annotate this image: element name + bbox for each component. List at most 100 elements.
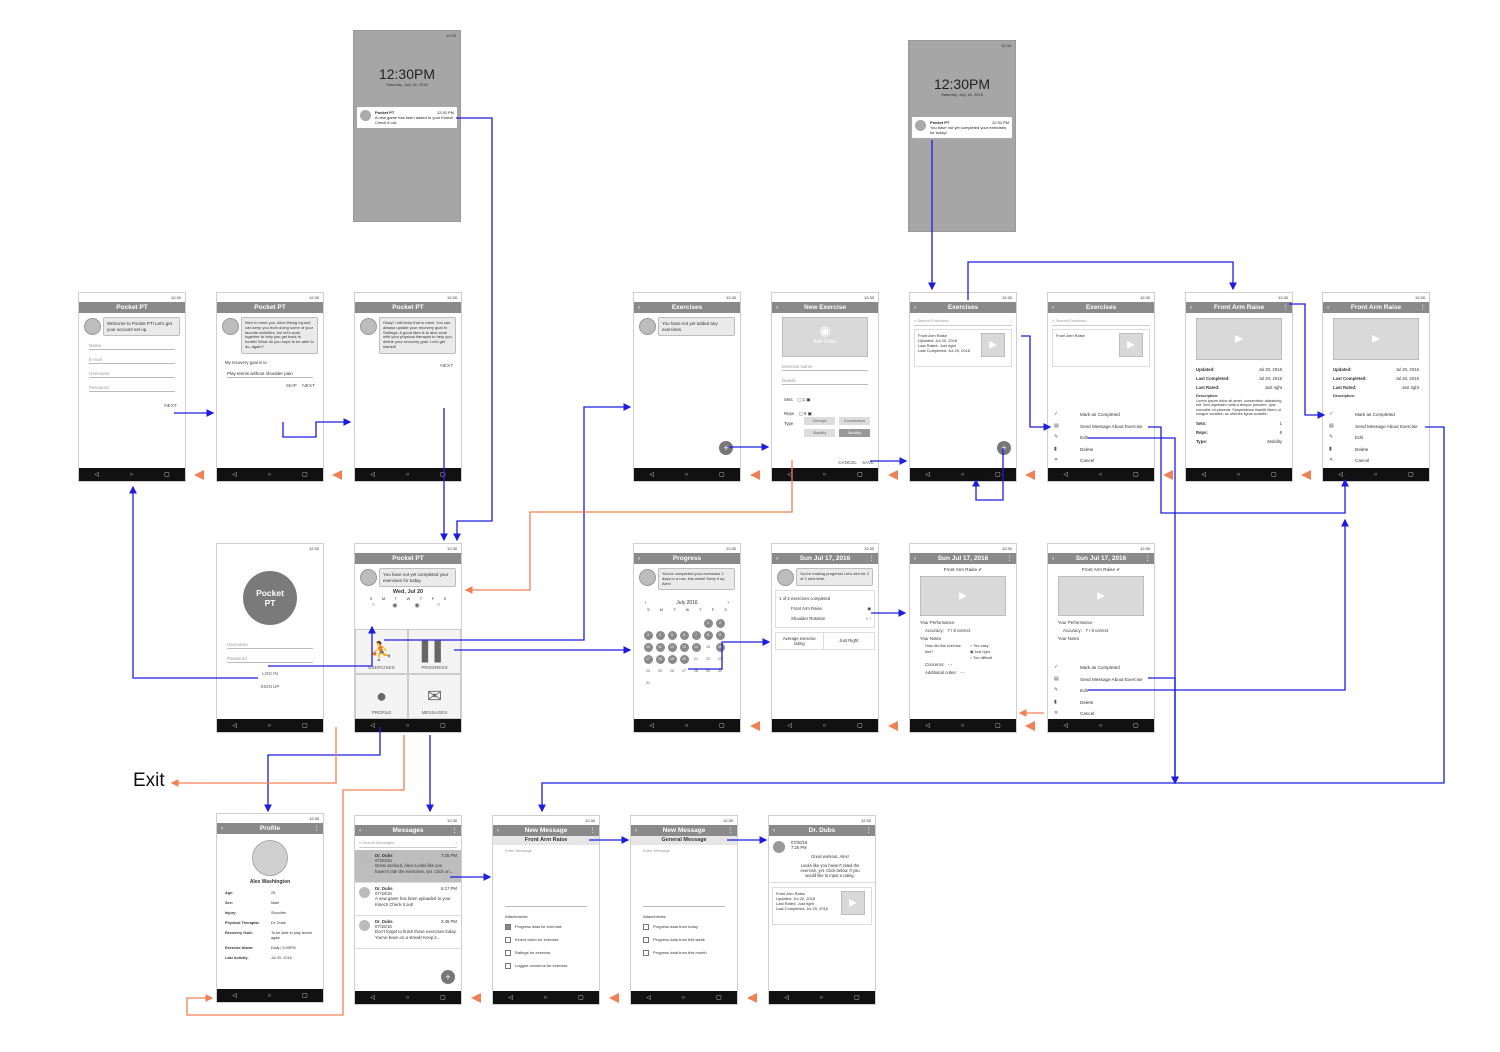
menu-send-message[interactable]: ▤Send Message About Exercise xyxy=(1323,421,1429,433)
calendar-day[interactable]: 25 xyxy=(658,669,662,673)
attached-exercise-card[interactable]: Front Arm Raise Updated: Jul 20, 2016 La… xyxy=(772,887,872,926)
add-exercise-fab[interactable]: + xyxy=(719,441,733,455)
recent-nav-icon[interactable]: ▢ xyxy=(301,472,308,478)
attach-option[interactable]: Progress data for exercise xyxy=(505,920,587,933)
next-month-icon[interactable]: › xyxy=(727,600,729,606)
back-arrow-icon[interactable]: ‹ xyxy=(638,304,641,311)
home-nav-icon[interactable]: ○ xyxy=(129,471,134,478)
calendar-day[interactable]: 16 xyxy=(715,643,725,652)
back-arrow-icon[interactable]: ‹ xyxy=(776,555,779,562)
mic-icon[interactable]: ♪ xyxy=(455,840,457,845)
more-icon[interactable]: ⋮ xyxy=(313,825,321,832)
home-nav-icon[interactable]: ○ xyxy=(1236,471,1241,478)
video-thumbnail[interactable]: ▶ xyxy=(841,891,865,916)
menu-mark-completed[interactable]: ✓Mark as Completed xyxy=(1048,662,1154,674)
home-nav-icon[interactable]: ○ xyxy=(684,722,689,729)
home-nav-icon[interactable]: ○ xyxy=(960,471,965,478)
recent-nav-icon[interactable]: ▢ xyxy=(439,995,446,1001)
home-nav-icon[interactable]: ○ xyxy=(822,722,827,729)
login-button[interactable]: LOG IN xyxy=(262,671,278,676)
more-icon[interactable]: ⋮ xyxy=(589,827,597,834)
home-nav-icon[interactable]: ○ xyxy=(543,994,548,1001)
email-field[interactable]: E-mail xyxy=(89,354,175,364)
recent-nav-icon[interactable]: ▢ xyxy=(994,723,1001,729)
menu-cancel[interactable]: ✕Cancel xyxy=(1323,455,1429,467)
calendar-day[interactable]: 7 xyxy=(691,631,701,640)
type-coordination[interactable]: Coordination xyxy=(839,417,870,425)
exercise-card[interactable]: Front Arm Raise Updated: Jul 20, 2016 La… xyxy=(914,329,1012,367)
exercise-video[interactable]: ▶ xyxy=(1333,318,1419,360)
reps-stepper[interactable]: Reps ▢ 8 ▣ xyxy=(784,411,812,416)
notification-card[interactable]: Pocket PT 12:30 PM A new game has been a… xyxy=(357,107,457,128)
recent-nav-icon[interactable]: ▢ xyxy=(439,723,446,729)
avatar[interactable] xyxy=(252,840,288,876)
next-button[interactable]: NEXT xyxy=(164,404,177,409)
back-nav-icon[interactable]: ◁ xyxy=(925,472,930,478)
recent-nav-icon[interactable]: ▢ xyxy=(1132,472,1139,478)
home-nav-icon[interactable]: ○ xyxy=(405,471,410,478)
calendar-day[interactable]: 2 xyxy=(715,619,725,628)
recent-nav-icon[interactable]: ▢ xyxy=(301,723,308,729)
back-nav-icon[interactable]: ◁ xyxy=(370,472,375,478)
home-nav-icon[interactable]: ○ xyxy=(267,992,272,999)
calendar-day[interactable]: 31 xyxy=(646,681,650,685)
home-nav-icon[interactable]: ○ xyxy=(1098,471,1103,478)
recent-nav-icon[interactable]: ▢ xyxy=(718,472,725,478)
home-nav-icon[interactable]: ○ xyxy=(405,722,410,729)
recent-nav-icon[interactable]: ▢ xyxy=(718,723,725,729)
search-input[interactable]: ⌕ Search Exercises♪ xyxy=(914,316,1012,326)
more-icon[interactable]: ⋮ xyxy=(868,555,876,562)
back-nav-icon[interactable]: ◁ xyxy=(94,472,99,478)
notification-card[interactable]: Pocket PT 12:30 PM You have not yet comp… xyxy=(912,117,1012,138)
exercise-row[interactable]: Shoulder Rotation○ › xyxy=(779,614,871,624)
tile-messages[interactable]: ✉MESSAGES xyxy=(408,674,461,719)
recent-nav-icon[interactable]: ▢ xyxy=(994,472,1001,478)
tile-profile[interactable]: ●PROFILE xyxy=(355,674,408,719)
menu-mark-completed[interactable]: ✓Mark as Completed xyxy=(1048,409,1154,421)
prev-month-icon[interactable]: ‹ xyxy=(645,600,647,606)
home-nav-icon[interactable]: ○ xyxy=(405,994,410,1001)
back-nav-icon[interactable]: ◁ xyxy=(1201,472,1206,478)
menu-delete[interactable]: ▮Delete xyxy=(1323,444,1429,456)
home-nav-icon[interactable]: ○ xyxy=(819,994,824,1001)
message-input[interactable]: Enter Message xyxy=(505,848,587,907)
calendar-day[interactable]: 12 xyxy=(667,643,677,652)
back-arrow-icon[interactable]: ‹ xyxy=(1052,304,1055,311)
search-input[interactable]: ⌕ Search Exercises xyxy=(1052,316,1150,326)
recent-nav-icon[interactable]: ▢ xyxy=(439,472,446,478)
menu-send-message[interactable]: ▤Send Message About Exercise xyxy=(1048,674,1154,686)
more-icon[interactable]: ⋮ xyxy=(1006,555,1014,562)
back-nav-icon[interactable]: ◁ xyxy=(784,995,789,1001)
message-input[interactable]: Enter Message xyxy=(643,848,725,907)
calendar-day[interactable]: 9 xyxy=(715,631,725,640)
password-field[interactable]: Password xyxy=(227,653,313,663)
back-arrow-icon[interactable]: ‹ xyxy=(773,827,776,834)
back-nav-icon[interactable]: ◁ xyxy=(787,723,792,729)
calendar-day[interactable]: 26 xyxy=(670,669,674,673)
calendar-day[interactable]: 11 xyxy=(655,643,665,652)
recent-nav-icon[interactable]: ▢ xyxy=(853,995,860,1001)
back-arrow-icon[interactable]: ‹ xyxy=(1327,304,1330,311)
calendar-day[interactable]: 6 xyxy=(679,631,689,640)
home-nav-icon[interactable]: ○ xyxy=(681,994,686,1001)
type-strength[interactable]: Strength xyxy=(804,417,835,425)
menu-send-message[interactable]: ▤Send Message About Exercise xyxy=(1048,421,1154,433)
type-mobility[interactable]: Mobility xyxy=(839,429,870,437)
menu-cancel[interactable]: ✕Cancel xyxy=(1048,708,1154,720)
back-arrow-icon[interactable]: ‹ xyxy=(914,555,917,562)
feel-option-difficult[interactable]: ○ Too difficult xyxy=(970,656,993,660)
calendar-day[interactable]: 30 xyxy=(718,669,722,673)
exercise-name-field[interactable]: Exercise Name xyxy=(782,361,868,371)
calendar-day[interactable]: 18 xyxy=(655,655,665,664)
home-nav-icon[interactable]: ○ xyxy=(684,471,689,478)
next-button[interactable]: NEXT xyxy=(440,363,453,369)
type-stability[interactable]: Stability xyxy=(804,429,835,437)
exercise-video[interactable]: ▶ xyxy=(1196,318,1282,360)
more-icon[interactable]: ⋮ xyxy=(1144,555,1152,562)
attach-option[interactable]: Ratings for exercise xyxy=(505,946,587,959)
recent-nav-icon[interactable]: ▢ xyxy=(856,472,863,478)
more-icon[interactable]: ⋮ xyxy=(1282,304,1290,311)
